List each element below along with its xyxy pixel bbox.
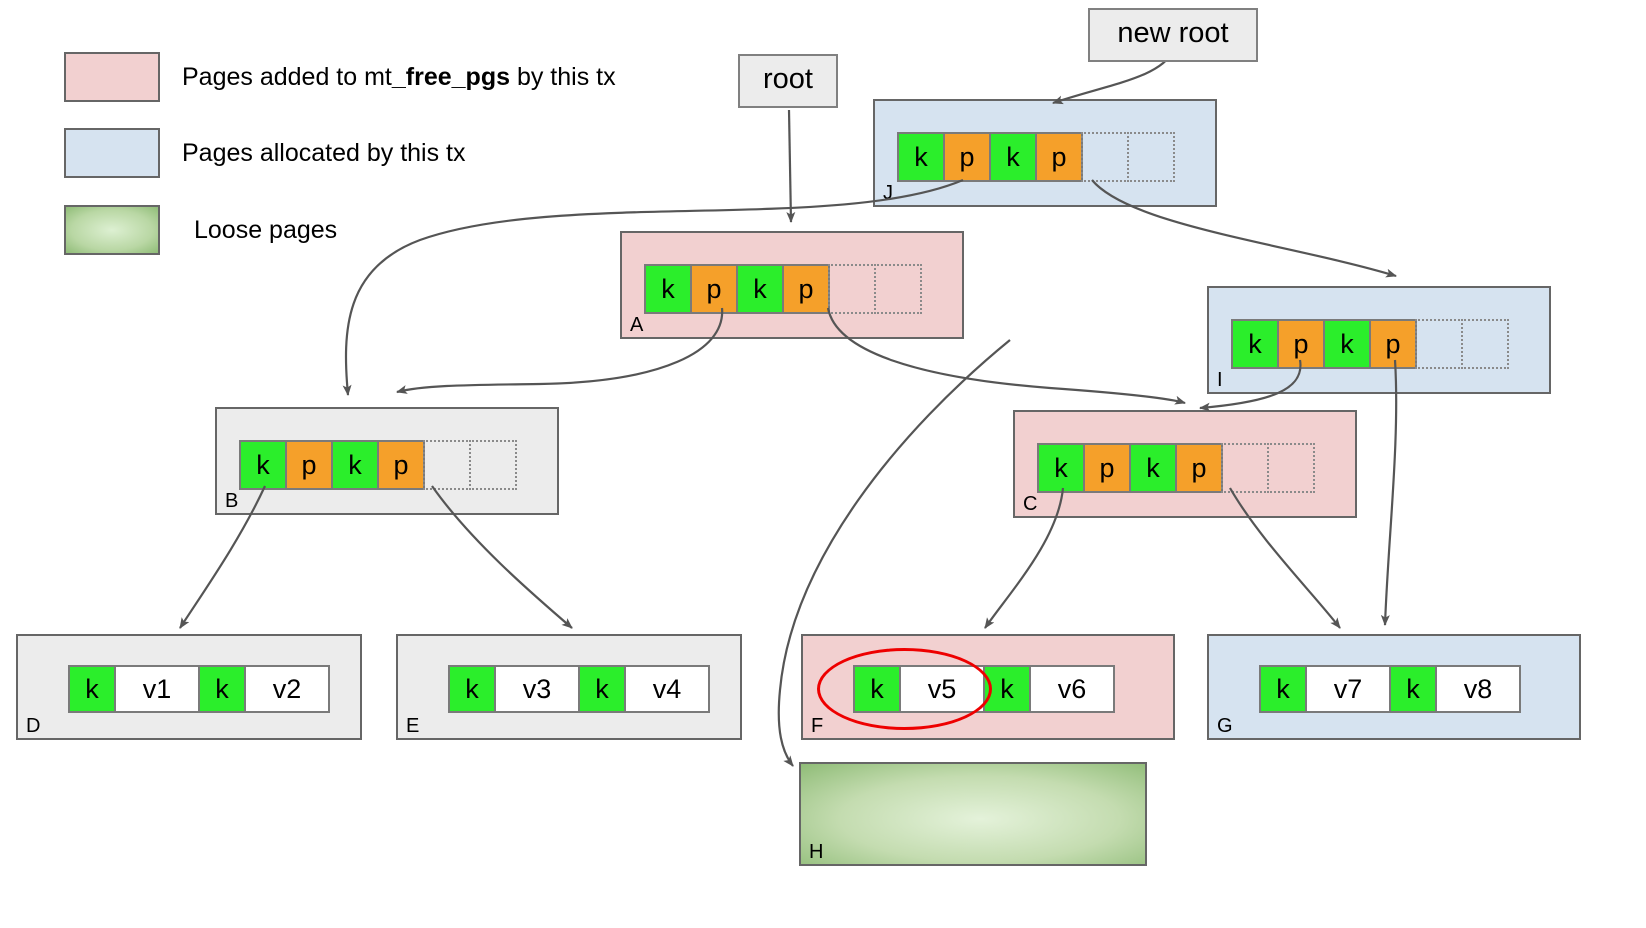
node-A-cell-empty1 bbox=[828, 264, 876, 314]
node-B-label: B bbox=[225, 490, 239, 512]
edge-I-to-G bbox=[1380, 359, 1398, 626]
node-G-cells: k v7 k v8 bbox=[1259, 665, 1521, 713]
node-I-cell-p2: p bbox=[1369, 319, 1417, 369]
node-J-cell-p1: p bbox=[943, 132, 991, 182]
node-A-cell-k1: k bbox=[644, 264, 692, 314]
node-D-cell-v1: v1 bbox=[114, 665, 200, 713]
node-C-cell-empty1 bbox=[1221, 443, 1269, 493]
node-I-cells: k p k p bbox=[1231, 319, 1509, 369]
node-A-cells: k p k p bbox=[644, 264, 922, 314]
node-J-cell-p2: p bbox=[1035, 132, 1083, 182]
node-B[interactable]: k p k p B bbox=[215, 407, 559, 515]
node-C-cell-k2: k bbox=[1129, 443, 1177, 493]
legend-label-free-pages-before: Pages added to mt bbox=[182, 62, 392, 91]
node-C-cell-empty2 bbox=[1267, 443, 1315, 493]
node-I-label: I bbox=[1217, 369, 1223, 391]
legend-label-free-pages-bold: _free_pgs bbox=[391, 62, 510, 91]
node-D-label: D bbox=[26, 715, 41, 737]
node-A[interactable]: k p k p A bbox=[620, 231, 964, 339]
node-F-cell-k2: k bbox=[983, 665, 1031, 713]
node-A-cell-k2: k bbox=[736, 264, 784, 314]
legend-label-loose: Loose pages bbox=[194, 215, 338, 244]
node-B-cell-p2: p bbox=[377, 440, 425, 490]
legend-label-free-pages: Pages added to mt_free_pgs by this tx bbox=[182, 63, 616, 92]
node-H-label: H bbox=[809, 841, 824, 863]
node-E-cell-k2: k bbox=[578, 665, 626, 713]
node-J-cell-k2: k bbox=[989, 132, 1037, 182]
node-G-cell-k2: k bbox=[1389, 665, 1437, 713]
callout-root: root bbox=[738, 54, 838, 108]
node-C-cell-k1: k bbox=[1037, 443, 1085, 493]
node-I-cell-p1: p bbox=[1277, 319, 1325, 369]
node-H[interactable]: H bbox=[799, 762, 1147, 866]
node-D-cell-v2: v2 bbox=[244, 665, 330, 713]
node-E-cell-v2: v4 bbox=[624, 665, 710, 713]
node-J-cell-k1: k bbox=[897, 132, 945, 182]
node-E-cell-k1: k bbox=[448, 665, 496, 713]
legend-item-free-pages: Pages added to mt_free_pgs by this tx bbox=[64, 52, 616, 102]
node-I[interactable]: k p k p I bbox=[1207, 286, 1551, 394]
node-G-cell-v1: v7 bbox=[1305, 665, 1391, 713]
legend-swatch-blue bbox=[64, 128, 160, 178]
node-J-label: J bbox=[883, 182, 893, 204]
node-J-cells: k p k p bbox=[897, 132, 1175, 182]
node-C-cells: k p k p bbox=[1037, 443, 1315, 493]
node-F-label: F bbox=[811, 715, 824, 737]
legend-label-allocated: Pages allocated by this tx bbox=[182, 138, 466, 167]
node-F-cells: k v5 k v6 bbox=[853, 665, 1115, 713]
node-A-cell-p1: p bbox=[690, 264, 738, 314]
node-E-cells: k v3 k v4 bbox=[448, 665, 710, 713]
callout-new-root: new root bbox=[1088, 8, 1258, 62]
node-F-cell-v1: v5 bbox=[899, 665, 985, 713]
node-G-cell-v2: v8 bbox=[1435, 665, 1521, 713]
legend-label-free-pages-after: by this tx bbox=[510, 62, 616, 91]
node-C-label: C bbox=[1023, 493, 1038, 515]
node-D[interactable]: k v1 k v2 D bbox=[16, 634, 362, 740]
node-A-label: A bbox=[630, 314, 644, 336]
node-D-cell-k2: k bbox=[198, 665, 246, 713]
legend-swatch-pink bbox=[64, 52, 160, 102]
node-B-cells: k p k p bbox=[239, 440, 517, 490]
node-E[interactable]: k v3 k v4 E bbox=[396, 634, 742, 740]
node-C-cell-p1: p bbox=[1083, 443, 1131, 493]
node-B-cell-empty2 bbox=[469, 440, 517, 490]
edge-root-to-A bbox=[786, 109, 796, 223]
node-I-cell-k1: k bbox=[1231, 319, 1279, 369]
node-J-cell-empty1 bbox=[1081, 132, 1129, 182]
node-D-cell-k1: k bbox=[68, 665, 116, 713]
node-B-cell-k1: k bbox=[239, 440, 287, 490]
node-D-cells: k v1 k v2 bbox=[68, 665, 330, 713]
node-E-label: E bbox=[406, 715, 420, 737]
node-C-cell-p2: p bbox=[1175, 443, 1223, 493]
node-G-cell-k1: k bbox=[1259, 665, 1307, 713]
legend-item-loose: Loose pages bbox=[64, 205, 337, 255]
node-B-cell-p1: p bbox=[285, 440, 333, 490]
node-J[interactable]: k p k p J bbox=[873, 99, 1217, 207]
node-I-cell-empty2 bbox=[1461, 319, 1509, 369]
legend-swatch-green bbox=[64, 205, 160, 255]
node-F[interactable]: k v5 k v6 F bbox=[801, 634, 1175, 740]
node-F-cell-k1: k bbox=[853, 665, 901, 713]
node-C[interactable]: k p k p C bbox=[1013, 410, 1357, 518]
node-A-cell-empty2 bbox=[874, 264, 922, 314]
node-E-cell-v1: v3 bbox=[494, 665, 580, 713]
node-G-label: G bbox=[1217, 715, 1233, 737]
node-A-cell-p2: p bbox=[782, 264, 830, 314]
node-F-cell-v2: v6 bbox=[1029, 665, 1115, 713]
legend-item-allocated: Pages allocated by this tx bbox=[64, 128, 466, 178]
node-B-cell-k2: k bbox=[331, 440, 379, 490]
node-G[interactable]: k v7 k v8 G bbox=[1207, 634, 1581, 740]
node-B-cell-empty1 bbox=[423, 440, 471, 490]
node-J-cell-empty2 bbox=[1127, 132, 1175, 182]
node-I-cell-k2: k bbox=[1323, 319, 1371, 369]
node-I-cell-empty1 bbox=[1415, 319, 1463, 369]
